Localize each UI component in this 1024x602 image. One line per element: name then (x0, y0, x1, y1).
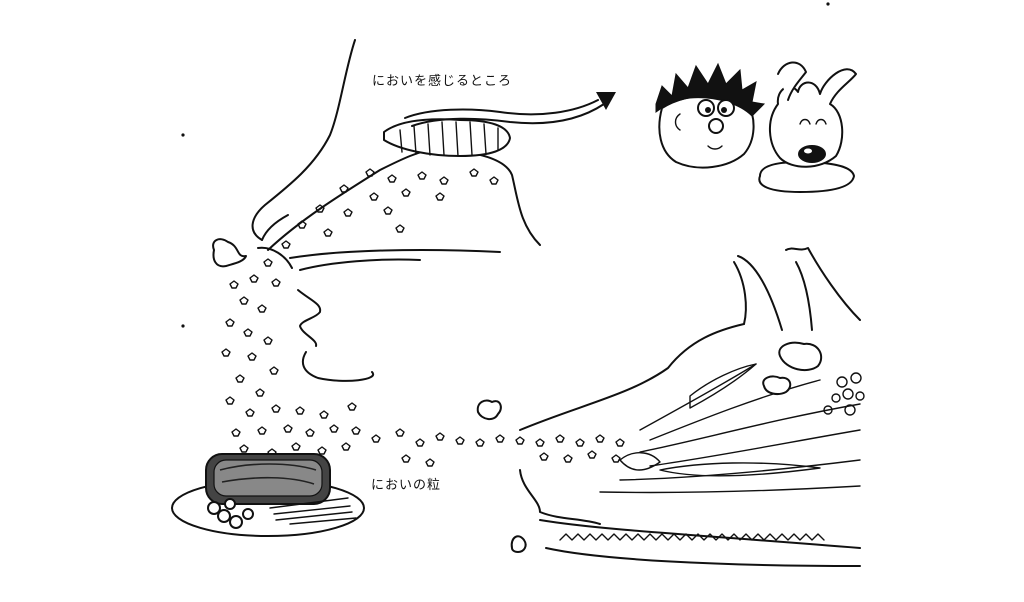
smell-particles-dog (371, 428, 625, 467)
smell-particles-label: においの粒 (371, 478, 442, 493)
drip-blob (510, 535, 527, 553)
dog-head-crosssection (519, 247, 865, 567)
speck (181, 133, 185, 137)
speck (181, 324, 185, 328)
olfactory-receptors (383, 92, 616, 157)
meat-plate (171, 453, 365, 537)
smell-particles-human (221, 168, 499, 457)
boy-face-icon (655, 62, 766, 169)
speck (826, 2, 830, 6)
dog-face-icon (758, 61, 857, 193)
arrow-icon (596, 92, 616, 110)
smell-puff (476, 399, 502, 420)
nose-blob (212, 238, 247, 268)
smell-area-label: においを感じるところ (372, 74, 513, 89)
human-head-profile (251, 39, 541, 382)
